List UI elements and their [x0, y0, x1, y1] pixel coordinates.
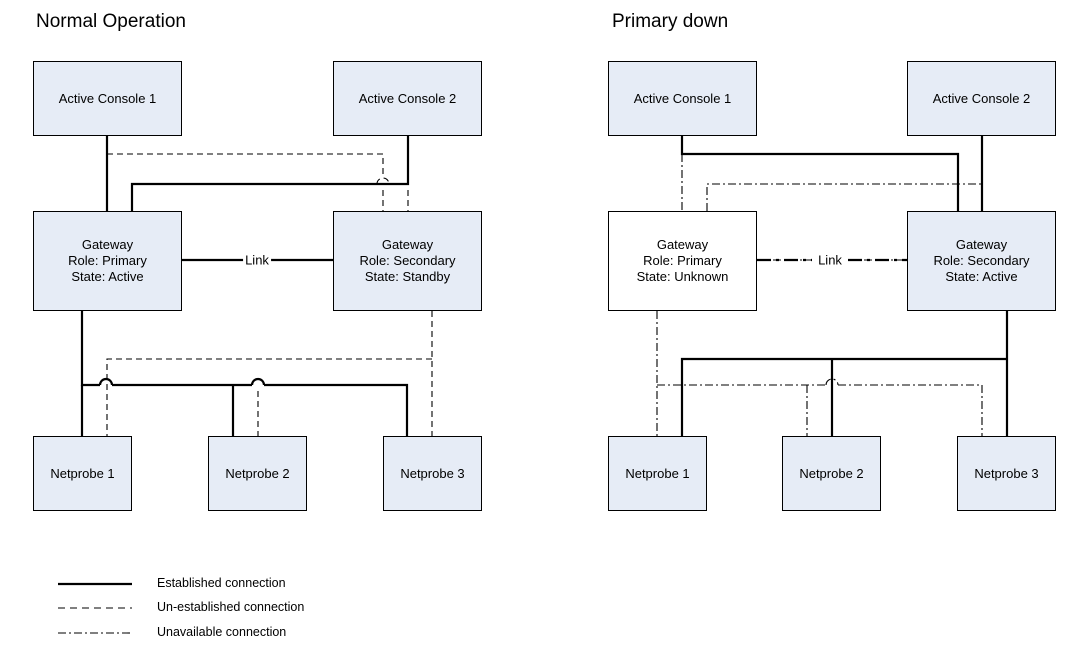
legend-established-label: Established connection [157, 576, 286, 590]
left-netprobe-2[interactable]: Netprobe 2 [208, 436, 307, 511]
right-link-label: Link [816, 252, 844, 268]
node-label: Netprobe 3 [400, 465, 465, 481]
node-label: Active Console 1 [633, 90, 732, 106]
left-netprobe-1[interactable]: Netprobe 1 [33, 436, 132, 511]
node-role: Role: Secondary [359, 253, 456, 268]
right-netprobe-3[interactable]: Netprobe 3 [957, 436, 1056, 511]
node-label: Netprobe 3 [974, 465, 1039, 481]
node-label: Netprobe 2 [225, 465, 290, 481]
node-role: Role: Secondary [933, 253, 1030, 268]
left-active-console-1[interactable]: Active Console 1 [33, 61, 182, 136]
node-label: Gateway [381, 237, 434, 252]
node-state: State: Active [71, 269, 144, 284]
left-unestablished-lines [106, 153, 433, 436]
right-panel-title: Primary down [612, 11, 729, 32]
left-netprobe-3[interactable]: Netprobe 3 [383, 436, 482, 511]
node-label: Gateway [81, 237, 134, 252]
node-label: Netprobe 2 [799, 465, 864, 481]
node-role: Role: Primary [643, 253, 722, 268]
node-state: State: Active [945, 269, 1018, 284]
node-label: Active Console 2 [358, 90, 457, 106]
node-role: Role: Primary [68, 253, 147, 268]
right-unavailable-lines [656, 154, 983, 436]
node-label: Netprobe 1 [50, 465, 115, 481]
right-active-console-2[interactable]: Active Console 2 [907, 61, 1056, 136]
right-active-console-1[interactable]: Active Console 1 [608, 61, 757, 136]
left-link-label: Link [243, 252, 271, 268]
node-label: Netprobe 1 [625, 465, 690, 481]
right-netprobe-1[interactable]: Netprobe 1 [608, 436, 707, 511]
left-active-console-2[interactable]: Active Console 2 [333, 61, 482, 136]
legend-unavailable-label: Unavailable connection [157, 625, 287, 639]
node-state: State: Unknown [636, 269, 729, 284]
right-netprobe-2[interactable]: Netprobe 2 [782, 436, 881, 511]
node-label: Active Console 1 [58, 90, 157, 106]
node-label: Gateway [656, 237, 709, 252]
left-panel-title: Normal Operation [36, 11, 186, 32]
node-label: Active Console 2 [932, 90, 1031, 106]
node-state: State: Standby [364, 269, 451, 284]
legend-unestablished-label: Un-established connection [157, 600, 305, 614]
node-label: Gateway [955, 237, 1008, 252]
right-established-lines [680, 136, 1009, 436]
